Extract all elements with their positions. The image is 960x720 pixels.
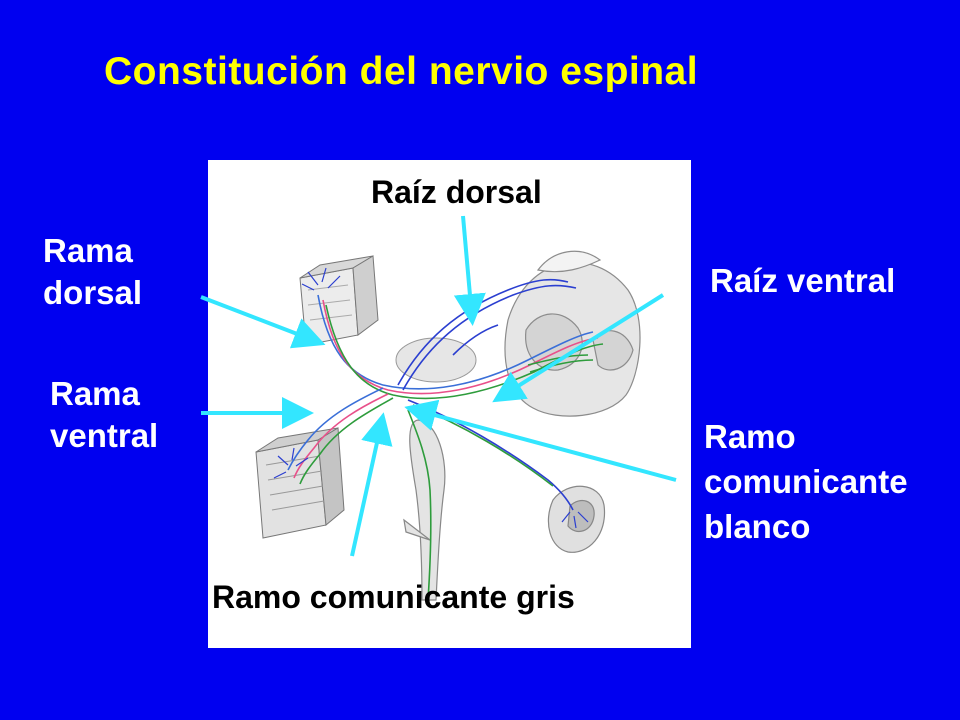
label-ramo-blanco-line-2: comunicante [704, 463, 908, 500]
label-rama-dorsal-line-1: Rama [43, 232, 133, 269]
label-ramo-comunicante-gris: Ramo comunicante gris [212, 579, 575, 615]
label-raiz-ventral: Raíz ventral [710, 262, 896, 299]
label-rama-dorsal-line-2: dorsal [43, 274, 143, 311]
slide-title: Constitución del nervio espinal [104, 50, 699, 93]
blood-vessel [547, 485, 606, 553]
label-ramo-comunicante-blanco: Ramo comunicante blanco [704, 414, 908, 549]
nerve-endings [273, 267, 589, 529]
dorsal-muscle-block [299, 255, 379, 346]
sympathetic-chain [403, 419, 446, 601]
pointer-ramo-blanco [404, 399, 677, 482]
pointer-raiz-dorsal [453, 215, 486, 326]
label-raiz-dorsal: Raíz dorsal [371, 174, 542, 210]
pointer-rama-dorsal [200, 295, 326, 349]
spinal-nerve-illustration [208, 160, 691, 648]
dorsal-root-ganglion [395, 337, 477, 383]
label-ramo-blanco-line-1: Ramo [704, 418, 796, 455]
pointer-raiz-ventral [492, 293, 665, 403]
pointer-ramo-gris [350, 412, 393, 557]
label-rama-ventral: Rama ventral [50, 373, 158, 457]
label-rama-dorsal: Rama dorsal [43, 230, 142, 314]
label-ramo-blanco-line-3: blanco [704, 508, 811, 545]
ventral-muscle-block [255, 427, 345, 539]
label-rama-ventral-line-1: Rama [50, 375, 140, 412]
label-rama-ventral-line-2: ventral [50, 417, 159, 454]
